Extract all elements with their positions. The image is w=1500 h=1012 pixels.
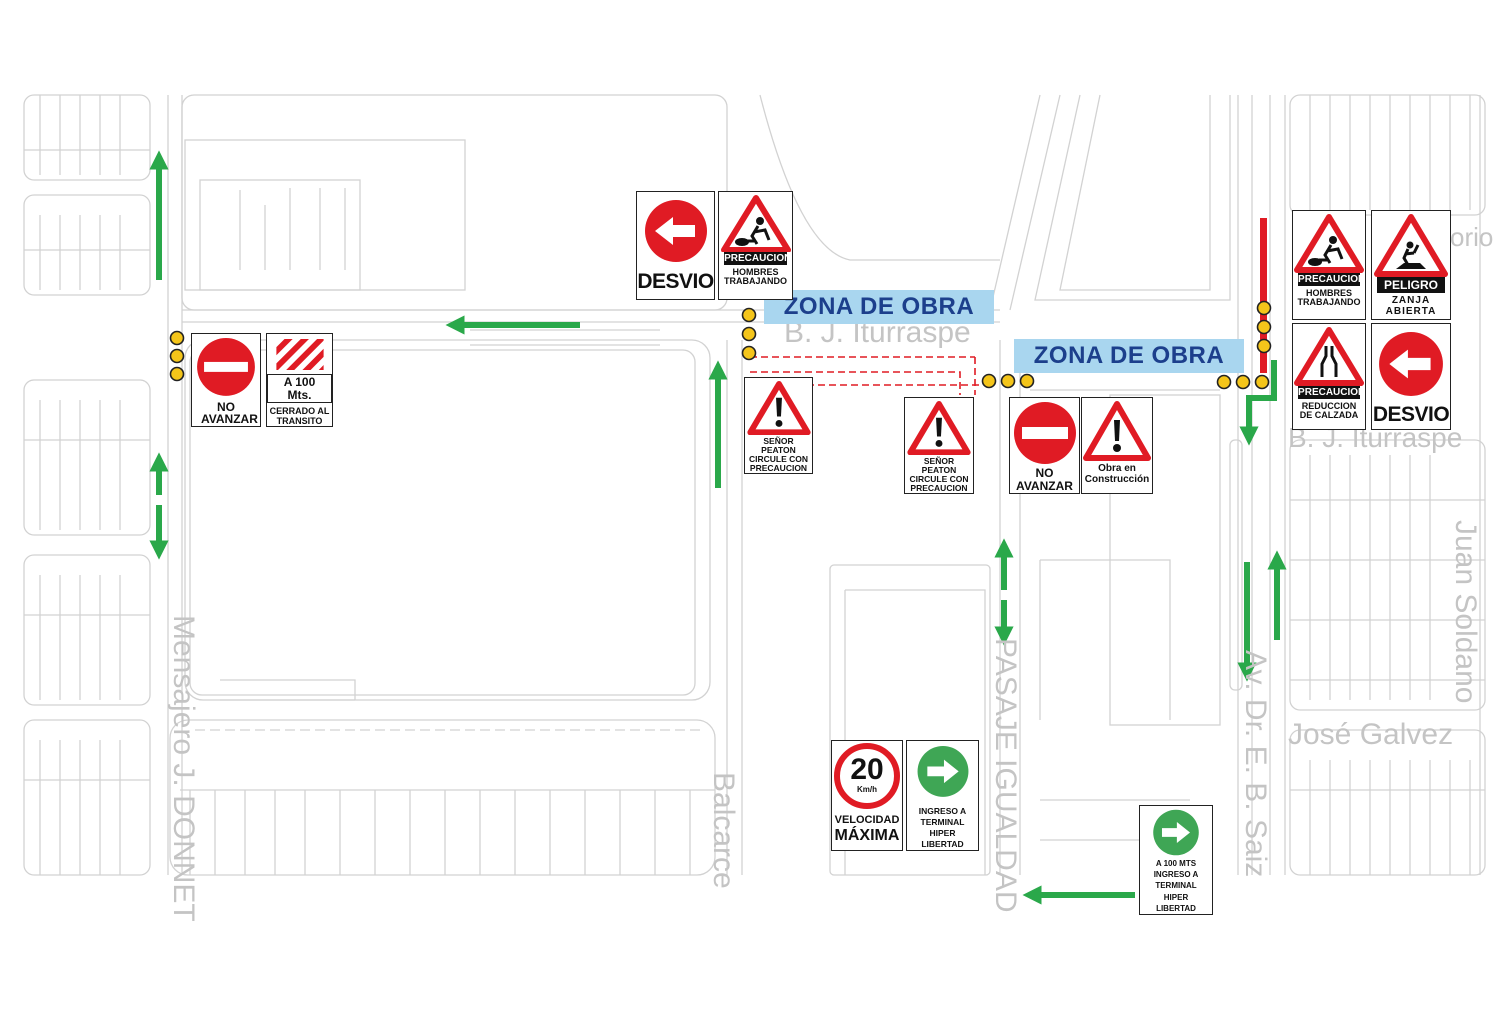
- sign-desvio-right: DESVIO: [1371, 323, 1451, 430]
- street-label-galvez: José Galvez: [1288, 718, 1454, 751]
- sign-peligro-zanja: PELIGRO ZANJA ABIERTA: [1371, 210, 1451, 320]
- sign-hombres-right-body: HOMBRES TRABAJANDO: [1297, 288, 1361, 308]
- sign-desvio-top: DESVIO: [636, 191, 715, 300]
- sign-ingreso-1-body: INGRESO A TERMINAL HIPER LIBERTAD: [918, 805, 967, 849]
- no-entry-icon: [1013, 402, 1076, 464]
- sign-reduccion-body: REDUCCION DE CALZADA: [1299, 401, 1359, 421]
- barrier-icon: [275, 339, 324, 370]
- beacon-lights: [169, 300, 1272, 390]
- work-zone-label-1: ZONA DE OBRA: [764, 290, 994, 324]
- arrow-left-icon: [644, 200, 707, 262]
- arrow-right-icon: [917, 745, 968, 797]
- sign-cerrado-left: A 100 Mts. CERRADO AL TRANSITO: [266, 333, 333, 427]
- sign-hombres-top-body: HOMBRES TRABAJANDO: [724, 267, 787, 287]
- street-label-soldano: Juan Soldano: [1449, 520, 1482, 704]
- arrow-right-icon: [1153, 809, 1199, 856]
- sign-velocidad-line1: VELOCIDAD: [834, 814, 900, 826]
- street-label-balcarce: Balcarce: [707, 772, 740, 889]
- sign-no-avanzar-center-text: NO AVANZAR: [1016, 466, 1073, 493]
- sign-peaton-1-body: SEÑOR PEATON CIRCULE CON PRECAUCION: [748, 436, 809, 474]
- sign-ingreso-terminal-1: INGRESO A TERMINAL HIPER LIBERTAD: [906, 740, 979, 851]
- worker-icon: [1294, 214, 1364, 273]
- sign-no-avanzar-left-text: NO AVANZAR: [201, 399, 258, 427]
- street-label-pasaje: PASAJE IGUALDAD: [989, 638, 1022, 913]
- sign-velocidad-maxima: 20 Km/h VELOCIDAD MÁXIMA: [831, 740, 903, 851]
- street-label-saiz: Av. Dr. E. B. Saiz: [1239, 650, 1272, 878]
- work-zone-label-2: ZONA DE OBRA: [1014, 339, 1244, 373]
- sign-hombres-right-header: PRECAUCION: [1298, 273, 1366, 286]
- sign-reduccion-header: PRECAUCION: [1298, 386, 1366, 399]
- sign-obra-construccion: Obra en Construcción: [1081, 397, 1153, 494]
- sign-desvio-right-text: DESVIO: [1372, 403, 1450, 426]
- warning-exclamation-icon: [746, 380, 811, 436]
- sign-ingreso-2-body: A 100 MTS INGRESO A TERMINAL HIPER LIBER…: [1153, 859, 1199, 913]
- sign-ingreso-terminal-2: A 100 MTS INGRESO A TERMINAL HIPER LIBER…: [1139, 805, 1213, 915]
- sign-obra-construccion-body: Obra en Construcción: [1084, 463, 1150, 485]
- sign-velocidad-number: 20: [850, 753, 884, 786]
- no-entry-icon: [197, 337, 255, 396]
- speed-limit-icon: [834, 743, 900, 809]
- sign-hombres-top-header: PRECAUCION: [724, 252, 792, 265]
- sign-peaton-2: SEÑOR PEATON CIRCULE CON PRECAUCION: [904, 397, 974, 494]
- sign-no-avanzar-left: NO AVANZAR: [191, 333, 261, 427]
- sign-velocidad-line2: MÁXIMA: [834, 826, 900, 844]
- city-blocks: [23, 94, 1486, 876]
- sign-hombres-trabajando-top: PRECAUCION HOMBRES TRABAJANDO: [718, 191, 793, 300]
- arrow-turn-saiz: [1239, 360, 1277, 446]
- sign-peaton-1: SEÑOR PEATON CIRCULE CON PRECAUCION: [744, 377, 813, 474]
- sign-peaton-2-body: SEÑOR PEATON CIRCULE CON PRECAUCION: [909, 456, 969, 494]
- worker-icon: [720, 195, 791, 252]
- trench-icon: [1374, 214, 1448, 277]
- sign-cerrado-left-distance: A 100 Mts.: [267, 373, 332, 404]
- sign-hombres-trabajando-right: PRECAUCION HOMBRES TRABAJANDO: [1292, 210, 1366, 320]
- sign-reduccion-calzada: PRECAUCION REDUCCION DE CALZADA: [1292, 323, 1366, 430]
- warning-exclamation-icon: [1083, 401, 1151, 461]
- sign-no-avanzar-center: NO AVANZAR: [1009, 397, 1080, 494]
- sign-desvio-top-text: DESVIO: [637, 270, 714, 293]
- road-narrows-icon: [1294, 327, 1364, 386]
- closure-bar-right: [1260, 218, 1267, 373]
- street-label-top-right: orio: [1450, 222, 1494, 252]
- sign-peligro-header: PELIGRO: [1377, 277, 1445, 293]
- arrow-left-icon: [1379, 332, 1443, 396]
- traffic-arrows: [149, 150, 1287, 905]
- sign-peligro-body: ZANJA ABIERTA: [1385, 295, 1437, 317]
- street-label-donnet: Mensajero J. DONNET: [167, 615, 200, 922]
- sign-cerrado-left-body: CERRADO AL TRANSITO: [269, 406, 330, 426]
- sign-velocidad-unit: Km/h: [857, 785, 877, 794]
- warning-exclamation-icon: [907, 400, 971, 456]
